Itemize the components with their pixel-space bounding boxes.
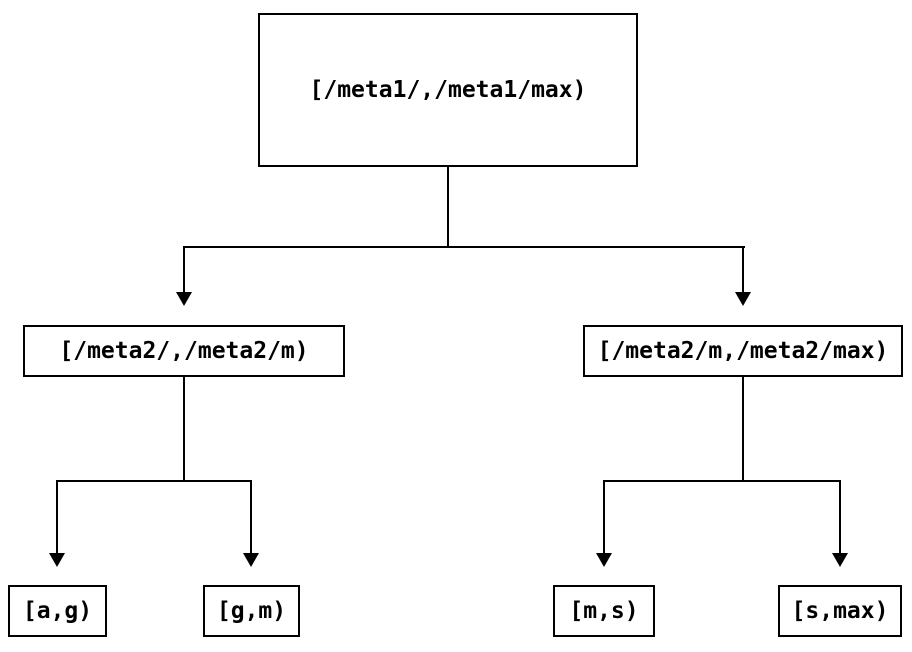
edge-root-stem [447,167,449,248]
edge-left-to-gm-drop [250,480,252,554]
edge-left-to-ag-drop [56,480,58,554]
edge-right-to-smax-drop [839,480,841,554]
node-meta2-right-label: [/meta2/m,/meta2/max) [597,338,889,364]
node-meta2-left-label: [/meta2/,/meta2/m) [59,338,309,364]
edge-level1-crossbar [183,246,745,248]
node-meta2-right: [/meta2/m,/meta2/max) [583,325,903,377]
edge-left-crossbar [56,480,252,482]
arrowhead-down-icon [243,553,259,567]
edge-right-to-ms-drop [603,480,605,554]
node-leaf-gm: [g,m) [203,585,300,637]
arrowhead-down-icon [49,553,65,567]
edge-root-to-right-drop [742,246,744,293]
node-leaf-ms-label: [m,s) [569,598,639,624]
node-leaf-gm-label: [g,m) [216,598,287,624]
node-meta2-left: [/meta2/,/meta2/m) [23,325,345,377]
arrowhead-down-icon [596,553,612,567]
arrowhead-down-icon [176,292,192,306]
arrowhead-down-icon [735,292,751,306]
edge-right-crossbar [603,480,841,482]
node-leaf-smax: [s,max) [778,585,902,637]
edge-root-to-left-drop [183,246,185,293]
node-leaf-smax-label: [s,max) [791,598,889,624]
arrowhead-down-icon [832,553,848,567]
node-leaf-ms: [m,s) [553,585,655,637]
edge-left-stem [183,377,185,481]
node-root: [/meta1/,/meta1/max) [258,13,638,167]
node-root-label: [/meta1/,/meta1/max) [309,77,587,103]
node-leaf-ag-label: [a,g) [22,598,93,624]
node-leaf-ag: [a,g) [8,585,107,637]
edge-right-stem [742,377,744,481]
